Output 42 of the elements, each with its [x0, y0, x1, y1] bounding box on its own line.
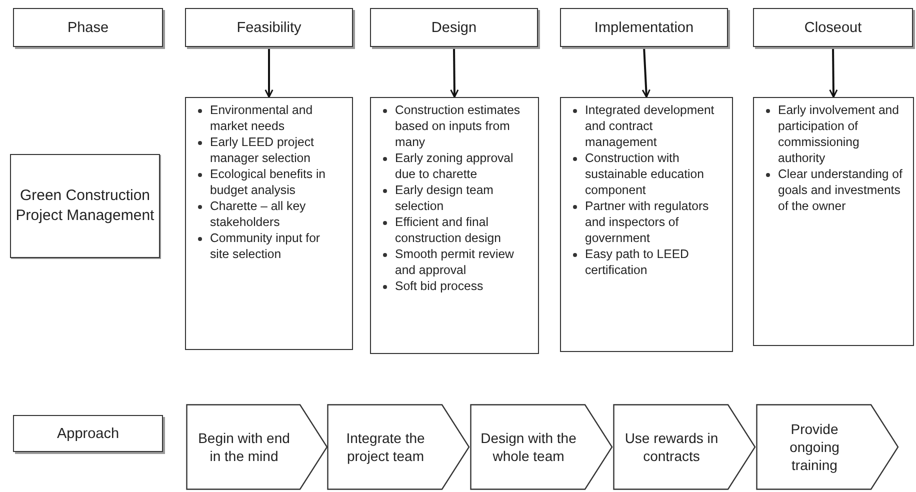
bullet-item: Environmental and market needs — [210, 103, 314, 135]
bullet-item: Early design team selection — [395, 182, 494, 215]
bullet-item: Early LEED project manager selection — [210, 134, 315, 167]
bullet-item: Early involvement and participation of commissioning authority — [778, 103, 900, 167]
row-label-box: Green Construction Project Management — [10, 154, 160, 258]
chevron-step — [470, 404, 613, 490]
arrow — [450, 46, 459, 98]
chevron-step — [186, 404, 328, 490]
bullet-item: Integrated development and contract management — [585, 103, 716, 151]
bullet-item: Efficient and final construction design — [395, 214, 502, 247]
phase-label-box: Design — [370, 8, 538, 47]
bullet-list-box — [753, 97, 914, 346]
step-text: Use rewards in contracts — [624, 428, 720, 466]
bullet-item: Community input for site selection — [210, 230, 322, 263]
bullet-item: Ecological benefits in budget analysis — [210, 166, 327, 199]
bullet-list-box — [370, 97, 539, 354]
bullet-item: Construction with sustainable education component — [585, 150, 705, 199]
phase-label-box: Closeout — [753, 8, 913, 47]
bullet-item: Soft bid process — [395, 278, 484, 295]
bullet-item: Partner with regulators and inspectors of government — [585, 198, 710, 247]
phase-label-box: Approach — [13, 415, 163, 452]
step-text: Begin with end in the mind — [197, 428, 291, 466]
bullet-item: Clear understanding of goals and investments of the owner — [778, 166, 903, 215]
step-text: Integrate the project team — [345, 428, 426, 466]
arrow — [642, 46, 650, 98]
arrow — [264, 47, 274, 98]
bullet-list-box — [560, 97, 733, 352]
chevron-step — [756, 404, 899, 490]
step-text: Design with the whole team — [480, 428, 576, 466]
bullet-list-box — [185, 97, 353, 350]
phase-label-box: Feasibility — [185, 8, 353, 47]
step-text: Provide ongoing training — [788, 420, 840, 474]
bullet-item: Early zoning approval due to charette — [395, 150, 514, 183]
chevron-step — [613, 404, 756, 490]
phase-label-box: Phase — [13, 8, 163, 47]
arrow — [829, 46, 838, 98]
chevron-step — [327, 404, 470, 490]
bullet-item: Charette – all key stakeholders — [210, 198, 307, 231]
bullet-item: Easy path to LEED certification — [585, 246, 690, 279]
bullet-item: Construction estimates based on inputs from many — [395, 103, 522, 151]
phase-label-box: Implementation — [560, 8, 728, 47]
bullet-item: Smooth permit review and approval — [395, 246, 515, 279]
